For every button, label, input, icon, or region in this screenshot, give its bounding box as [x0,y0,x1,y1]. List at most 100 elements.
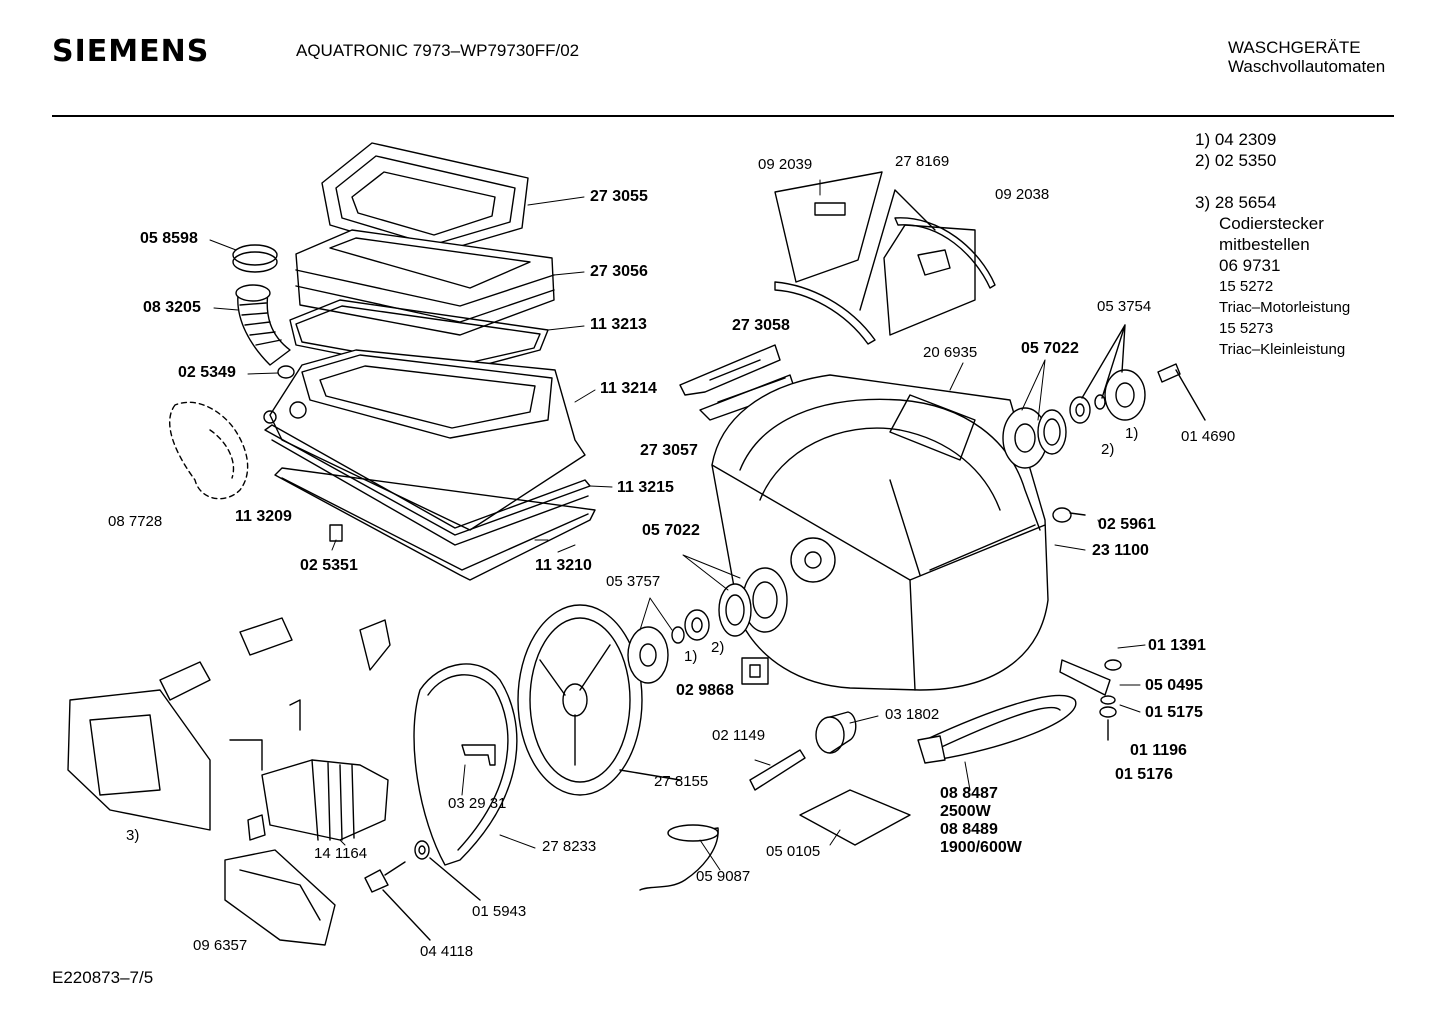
washer-015943 [414,840,481,901]
footnote-3-line: 06 9731 [1219,256,1281,275]
clip-025351 [329,524,343,542]
part-label: 11 3209 [235,508,292,525]
part-label: 27 8155 [654,773,709,790]
drum-206935 [711,374,1049,691]
part-label: 27 3057 [640,442,698,459]
flange-057022-a [1002,407,1067,469]
brand-logo: SIEMENS [52,34,210,69]
plug-025349 [277,365,295,379]
motor-141164 [229,699,389,841]
footnote-3-line: Triac–Kleinleistung [1219,341,1346,358]
part-label: 05 3754 [1097,298,1152,315]
sensor-021149 [749,749,806,791]
screw-014690 [1157,363,1206,421]
part-label: 2) [1101,441,1115,458]
part-label: 1900/600W [940,839,1022,856]
part-label: 05 8598 [140,230,198,247]
part-label: 02 5349 [178,364,236,381]
part-label: 05 7022 [642,522,700,539]
part-label: 05 0495 [1145,677,1203,694]
footnote-2: 2) 02 5350 [1195,151,1277,170]
sensor-031802 [815,711,857,754]
part-label: 09 6357 [193,937,248,954]
part-label: 27 3056 [590,263,648,280]
screw-044118 [364,861,431,941]
capacitors [159,617,391,701]
footnote-3-line: 15 5273 [1219,320,1274,337]
part-label: 05 9087 [696,868,751,885]
category-line-2: Waschvollautomaten [1228,57,1386,76]
part-label: 11 3215 [617,479,674,496]
category-line-1: WASCHGERÄTE [1228,38,1361,57]
part-label: 05 3757 [606,573,661,590]
part-label: 1) [684,648,698,665]
tub-cover-273055 [321,142,529,256]
part-label: 11 3213 [590,316,647,333]
tub-lower-113214 [263,349,586,531]
bearing-053757 [627,609,710,684]
tub-ring-273056 [295,229,555,336]
part-label: 02 5961 [1098,516,1156,533]
pulley-278155 [517,604,681,796]
footnote-1: 1) 04 2309 [1195,130,1277,149]
part-label: 03 1802 [885,706,940,723]
part-label: 01 1196 [1130,742,1187,759]
bracket-273058-273057 [679,344,796,421]
part-label: 02 9868 [676,682,734,699]
footnote-3: 3) 28 5654 [1195,193,1277,212]
bracket-050105 [799,789,911,846]
part-label: 05 7022 [1021,340,1079,357]
part-label: 2) [711,639,725,656]
part-label: 27 3055 [590,188,648,205]
module-096357 [224,849,336,946]
part-label: 02 1149 [712,727,766,744]
leader-lines [209,179,1146,871]
part-label: 11 3210 [535,557,592,574]
part-label: 11 3214 [600,380,657,397]
bolt-025961 [1052,507,1086,523]
rail-113209-113210 [274,467,596,581]
panel-092039 [774,171,883,283]
gasket-113213 [289,299,549,376]
part-label: 27 8169 [895,153,950,170]
panel-092038 [883,224,976,336]
part-label: 27 3058 [732,317,790,334]
document-id: E220873–7/5 [52,968,154,987]
part-label: 09 2039 [758,156,813,173]
cable-059087 [639,824,719,891]
clip-029868 [741,657,769,685]
part-label: 01 4690 [1181,428,1236,445]
hose-083205 [235,284,291,366]
flange-057022-b [718,567,788,637]
part-label: 08 7728 [108,513,163,530]
part-label: 01 5176 [1115,766,1173,783]
category-heading: WASCHGERÄTE Waschvollautomaten [1228,38,1385,76]
heater-088487 [917,659,1111,764]
part-label: 04 4118 [420,943,474,960]
footnote-3-line: 15 5272 [1219,278,1274,295]
hose-087728 [169,401,249,500]
part-label: 2500W [940,803,991,820]
model-title: AQUATRONIC 7973–WP79730FF/02 [296,41,580,60]
part-label: 01 1391 [1148,637,1206,654]
clamp-058598 [232,244,278,273]
part-label: 14 1164 [314,845,368,862]
part-label: 09 2038 [995,186,1050,203]
part-label: 3) [126,827,140,844]
part-label: 08 3205 [143,299,201,316]
part-label: 20 6935 [923,344,978,361]
part-label: 08 8489 [940,821,998,838]
strip-278169 [774,189,996,345]
part-label: 08 8487 [940,785,998,802]
part-label: 01 5175 [1145,704,1203,721]
part-label: 23 1100 [1092,542,1149,559]
header-divider [52,115,1394,117]
part-label: 03 29 31 [448,795,507,812]
part-label: 01 5943 [472,903,527,920]
nuts-011391-015176 [1099,659,1122,741]
part-label: 27 8233 [542,838,597,855]
belt-278233 [413,663,518,866]
footnote-3-line: Codierstecker [1219,214,1324,233]
